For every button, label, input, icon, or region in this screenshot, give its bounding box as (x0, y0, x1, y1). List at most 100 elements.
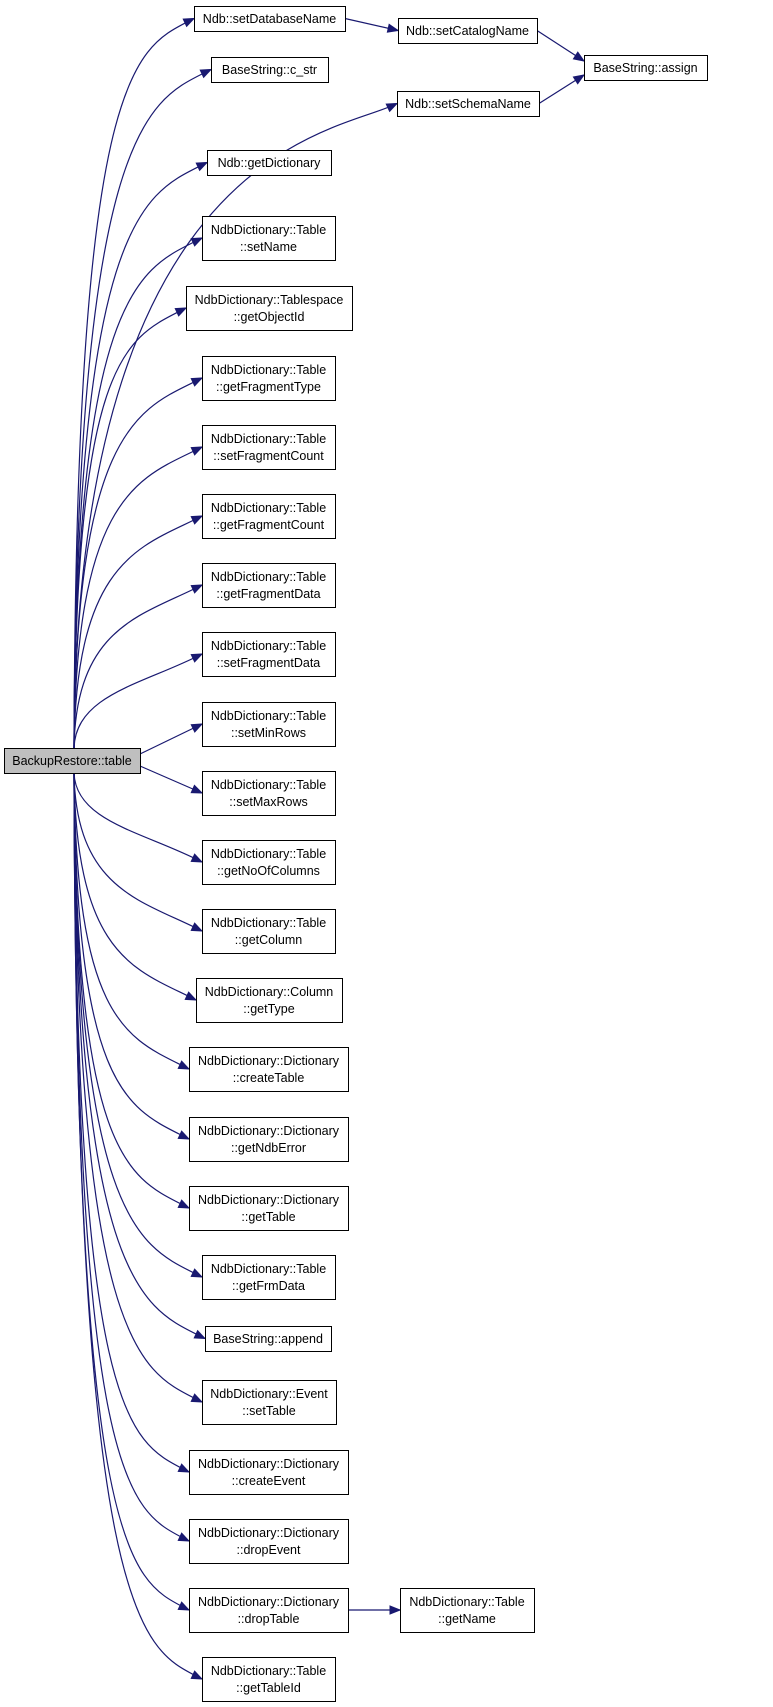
node-evt-set-table[interactable]: NdbDictionary::Event::setTable (202, 1380, 337, 1425)
node-set-schema-name[interactable]: Ndb::setSchemaName (397, 91, 540, 117)
node-c-str[interactable]: BaseString::c_str (211, 57, 329, 83)
node-tbl-set-fragment-data[interactable]: NdbDictionary::Table::setFragmentData (202, 632, 336, 677)
node-label-line: ::getFragmentCount (213, 518, 325, 532)
node-tbl-get-table-id[interactable]: NdbDictionary::Table::getTableId (202, 1657, 336, 1702)
node-tbl-get-fragment-data[interactable]: NdbDictionary::Table::getFragmentData (202, 563, 336, 608)
node-label-line: ::getTableId (236, 1681, 301, 1695)
edge-root-to-tbl-set-name (73, 237, 203, 749)
node-label-line: ::setMinRows (231, 726, 306, 740)
node-tbl-get-no-of-columns[interactable]: NdbDictionary::Table::getNoOfColumns (202, 840, 336, 885)
node-tbl-get-frm-data[interactable]: NdbDictionary::Table::getFrmData (202, 1255, 336, 1300)
edge-root-to-tbl-set-fragment-count (73, 446, 203, 749)
edge-root-to-dict-get-table-arrowhead (177, 1199, 191, 1209)
edge-root-to-dict-create-table-arrowhead (177, 1060, 191, 1070)
node-box (189, 1519, 349, 1564)
edge-root-to-tbl-get-no-of-columns-arrowhead (190, 853, 204, 863)
node-box (186, 286, 353, 331)
node-box (196, 978, 343, 1023)
node-label-line: ::getNdbError (231, 1141, 306, 1155)
node-label-line: ::setMaxRows (229, 795, 308, 809)
node-tbl-set-fragment-count[interactable]: NdbDictionary::Table::setFragmentCount (202, 425, 336, 470)
node-label-line: ::dropTable (238, 1612, 300, 1626)
node-get-dictionary[interactable]: Ndb::getDictionary (207, 150, 332, 176)
node-label-line: Ndb::setSchemaName (405, 97, 531, 111)
node-label-line: NdbDictionary::Table (211, 223, 326, 237)
node-dict-create-event[interactable]: NdbDictionary::Dictionary::createEvent (189, 1450, 349, 1495)
node-root[interactable]: BackupRestore::table (4, 748, 141, 774)
node-box (189, 1186, 349, 1231)
node-tbl-get-fragment-count[interactable]: NdbDictionary::Table::getFragmentCount (202, 494, 336, 539)
node-box (194, 6, 346, 32)
node-box (189, 1588, 349, 1633)
edges-layer (73, 17, 586, 1680)
edge-root-to-set-schema-name-arrowhead (385, 102, 399, 113)
edge-root-to-tbl-set-fragment-data-arrowhead (190, 653, 204, 663)
node-label-line: ::setFragmentCount (213, 449, 324, 463)
node-append[interactable]: BaseString::append (205, 1326, 332, 1352)
node-label-line: ::getFragmentType (216, 380, 321, 394)
node-box (189, 1047, 349, 1092)
node-box (584, 55, 708, 81)
node-set-database-name[interactable]: Ndb::setDatabaseName (194, 6, 346, 32)
nodes-layer: BackupRestore::table Ndb::setDatabaseName… (4, 6, 708, 1702)
edge-set-schema-name-to-assign-arrowhead (572, 74, 586, 85)
edge-set-catalog-name-to-assign-arrowhead (572, 51, 586, 62)
node-label-line: NdbDictionary::Table (211, 501, 326, 515)
node-box (4, 748, 141, 774)
node-label-line: NdbDictionary::Tablespace (195, 293, 344, 307)
edge-root-to-dict-drop-event (73, 772, 190, 1542)
edge-root-to-tbl-get-no-of-columns (73, 772, 203, 863)
node-label-line: ::getName (438, 1612, 496, 1626)
edge-root-to-tbl-get-fragment-type-arrowhead (190, 377, 204, 387)
edge-root-to-append-arrowhead (193, 1329, 207, 1340)
node-box (202, 771, 336, 816)
node-box (202, 702, 336, 747)
node-ts-get-object-id[interactable]: NdbDictionary::Tablespace::getObjectId (186, 286, 353, 331)
edge-root-to-tbl-set-fragment-data (73, 653, 203, 749)
edge-root-to-tbl-get-table-id-arrowhead (190, 1670, 204, 1680)
node-tbl-get-column[interactable]: NdbDictionary::Table::getColumn (202, 909, 336, 954)
node-dict-drop-event[interactable]: NdbDictionary::Dictionary::dropEvent (189, 1519, 349, 1564)
node-box (202, 356, 336, 401)
node-set-catalog-name[interactable]: Ndb::setCatalogName (398, 18, 538, 44)
edge-root-to-dict-create-event-arrowhead (177, 1463, 191, 1473)
edge-root-to-tbl-set-min-rows-arrowhead (190, 723, 204, 733)
node-dict-drop-table[interactable]: NdbDictionary::Dictionary::dropTable (189, 1588, 349, 1633)
node-label-line: NdbDictionary::Table (211, 778, 326, 792)
edge-root-to-tbl-get-frm-data (73, 772, 203, 1278)
node-col-get-type[interactable]: NdbDictionary::Column::getType (196, 978, 343, 1023)
node-box (397, 91, 540, 117)
node-dict-create-table[interactable]: NdbDictionary::Dictionary::createTable (189, 1047, 349, 1092)
node-tbl-get-name[interactable]: NdbDictionary::Table::getName (400, 1588, 535, 1633)
edge-root-to-dict-create-event (73, 772, 190, 1473)
node-label-line: NdbDictionary::Dictionary (198, 1193, 340, 1207)
node-label-line: ::createEvent (232, 1474, 306, 1488)
node-tbl-set-name[interactable]: NdbDictionary::Table::setName (202, 216, 336, 261)
node-label-line: ::setName (240, 240, 297, 254)
node-label-line: ::setTable (242, 1404, 296, 1418)
node-label-line: NdbDictionary::Table (211, 639, 326, 653)
node-tbl-set-max-rows[interactable]: NdbDictionary::Table::setMaxRows (202, 771, 336, 816)
node-label-line: ::getObjectId (234, 310, 305, 324)
edge-root-to-ts-get-object-id-arrowhead (174, 307, 188, 317)
node-box (202, 909, 336, 954)
node-label-line: NdbDictionary::Dictionary (198, 1054, 340, 1068)
node-label-line: NdbDictionary::Table (211, 363, 326, 377)
node-tbl-get-fragment-type[interactable]: NdbDictionary::Table::getFragmentType (202, 356, 336, 401)
node-label-line: ::getFragmentData (216, 587, 320, 601)
node-label-line: ::createTable (233, 1071, 305, 1085)
node-box (202, 1657, 336, 1702)
node-label-line: NdbDictionary::Table (211, 432, 326, 446)
node-dict-get-ndb-error[interactable]: NdbDictionary::Dictionary::getNdbError (189, 1117, 349, 1162)
node-label-line: ::getType (243, 1002, 294, 1016)
node-label-line: NdbDictionary::Table (211, 1262, 326, 1276)
node-label-line: BaseString::c_str (222, 63, 317, 77)
node-dict-get-table[interactable]: NdbDictionary::Dictionary::getTable (189, 1186, 349, 1231)
node-assign[interactable]: BaseString::assign (584, 55, 708, 81)
node-box (398, 18, 538, 44)
node-box (202, 632, 336, 677)
node-label-line: NdbDictionary::Table (211, 570, 326, 584)
node-tbl-set-min-rows[interactable]: NdbDictionary::Table::setMinRows (202, 702, 336, 747)
node-label-line: Ndb::setCatalogName (406, 24, 529, 38)
edge-root-to-evt-set-table-arrowhead (190, 1393, 204, 1403)
